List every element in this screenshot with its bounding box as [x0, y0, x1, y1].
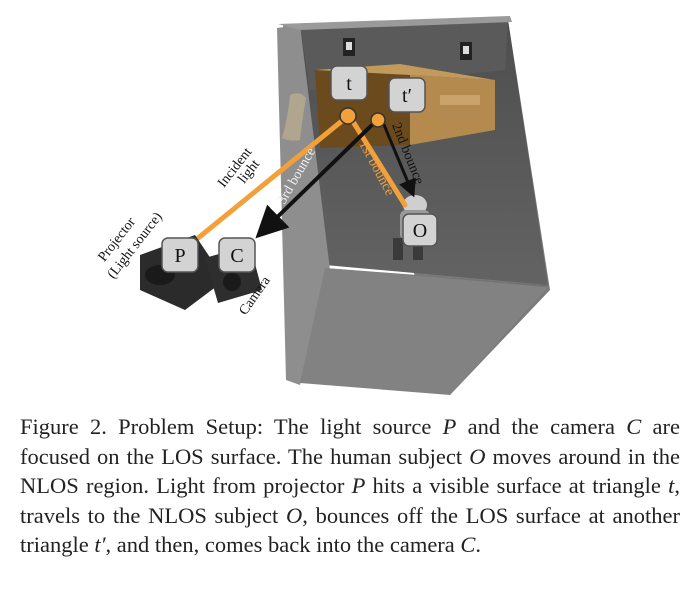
caption-symbol-t: t [668, 473, 675, 498]
caption-prefix: Figure 2. Problem Setup: The light sourc… [20, 414, 443, 439]
caption-text: moves around in the NLOS region. Light f… [20, 443, 680, 499]
label-O: O [413, 220, 427, 242]
label-P: P [174, 245, 185, 267]
figure-caption: Figure 2. Problem Setup: The light sourc… [20, 412, 680, 560]
label-t: t [346, 73, 352, 95]
label-box-P: P [161, 237, 199, 273]
third-bounce-ray [255, 120, 377, 239]
label-box-O: O [402, 213, 438, 247]
incident-light-ray [189, 113, 351, 246]
caption-symbol-C: C [626, 414, 642, 439]
label-C: C [230, 245, 243, 267]
caption-text: , and then, comes back into the camera [105, 532, 461, 557]
label-box-t: t [330, 65, 368, 101]
caption-text: hits a visible surface at triangle [365, 473, 669, 498]
caption-text: , travels to the NLOS subject [20, 473, 680, 528]
point-t-prime [370, 112, 386, 128]
wall-lamps [343, 38, 472, 60]
label-t-prime: t′ [402, 85, 412, 107]
caption-text: are focused on the LOS surface. The huma… [20, 414, 680, 469]
label-box-C: C [218, 237, 256, 273]
problem-setup-figure: t t′ O P C Projector (Light source) Inci… [96, 16, 550, 395]
caption-end: . [475, 532, 482, 557]
vase [282, 93, 306, 141]
caption-symbol-P: P [442, 414, 457, 439]
caption-symbol-C: C [460, 532, 476, 557]
second-bounce-ray [380, 119, 416, 198]
caption-symbol-t-prime: t′ [94, 532, 106, 557]
label-box-t-prime: t′ [388, 77, 426, 113]
caption-symbol-P: P [351, 473, 366, 498]
caption-text: , bounces off the LOS surface at another… [20, 502, 680, 558]
light-paths [189, 113, 416, 246]
caption-text: and the camera [456, 414, 627, 439]
caption-symbol-O: O [285, 502, 303, 528]
point-t [339, 107, 357, 125]
caption-symbol-O: O [469, 443, 486, 469]
